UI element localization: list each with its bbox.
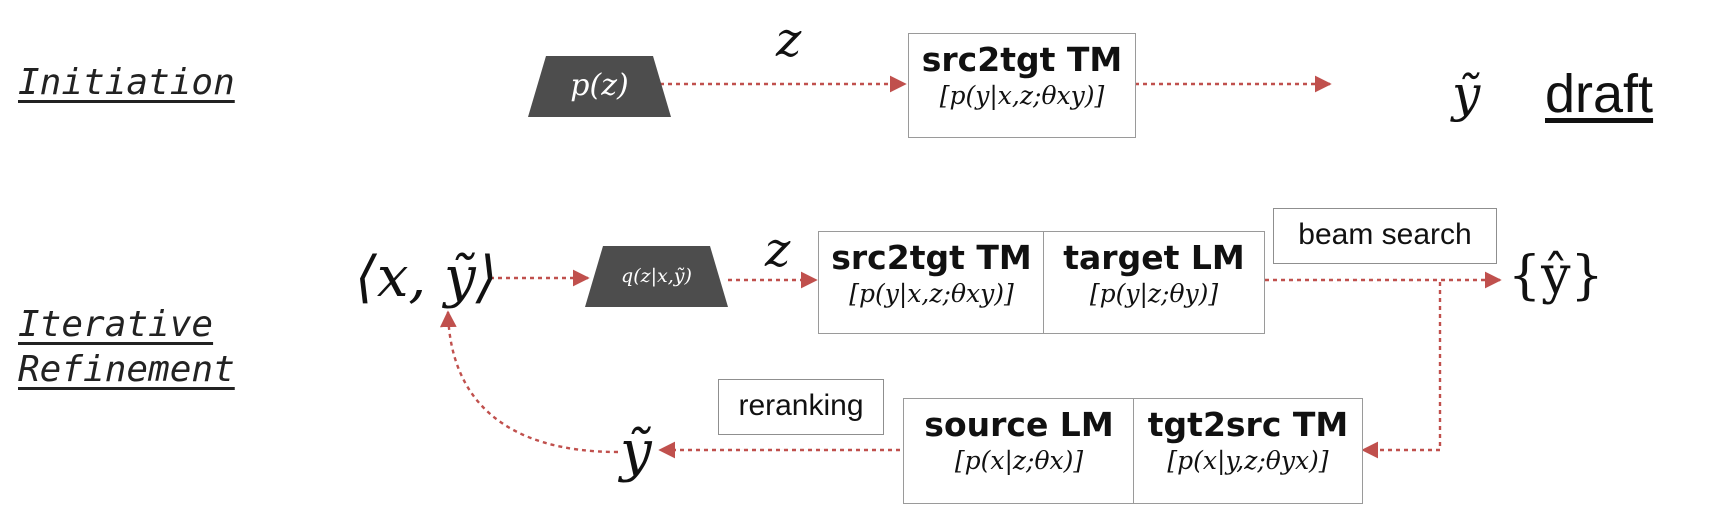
candidate-set: {ŷ}	[1508, 246, 1604, 306]
posterior-label: q(z|x,ỹ)	[621, 265, 692, 287]
draft-label: draft	[1545, 64, 1654, 124]
latent-z-initiation: z	[776, 12, 802, 68]
section-label-initiation: Initiation	[18, 62, 235, 103]
target-lm-title: target LM	[1063, 238, 1245, 277]
refinement-input-pair: ⟨x, ỹ⟩	[355, 245, 498, 310]
target-lm-box: target LM [p(y|z;θy)]	[1043, 231, 1265, 334]
section-label-iterative: Iterative	[18, 304, 214, 345]
latent-z-refinement: z	[765, 222, 791, 278]
src2tgt-tm-box-refinement: src2tgt TM [p(y|x,z;θxy)]	[818, 231, 1045, 334]
tgt2src-tm-formula: [p(x|y,z;θyx)]	[1167, 446, 1329, 475]
reranking-label: reranking	[718, 379, 884, 435]
section-label-refinement: Refinement	[18, 349, 235, 390]
tgt2src-tm-box: tgt2src TM [p(x|y,z;θyx)]	[1133, 398, 1363, 504]
target-lm-formula: [p(y|z;θy)]	[1089, 279, 1219, 308]
refinement-output-symbol: ỹ	[620, 419, 652, 484]
draft-output-symbol: ỹ	[1452, 65, 1481, 123]
arrow-branch-to-tgt2src	[1361, 282, 1442, 459]
prior-label: p(z)	[570, 68, 629, 103]
src2tgt-tm-formula: [p(y|x,z;θxy)]	[939, 81, 1105, 110]
src2tgt-tm-title: src2tgt TM	[831, 238, 1032, 277]
source-lm-box: source LM [p(x|z;θx)]	[903, 398, 1135, 504]
src2tgt-tm-title: src2tgt TM	[921, 40, 1123, 79]
tgt2src-tm-title: tgt2src TM	[1147, 405, 1349, 444]
prior-trapezoid	[528, 56, 671, 117]
source-lm-formula: [p(x|z;θx)]	[954, 446, 1084, 475]
source-lm-title: source LM	[924, 405, 1114, 444]
src2tgt-tm-formula: [p(y|x,z;θxy)]	[849, 279, 1014, 308]
src2tgt-tm-box-initiation: src2tgt TM [p(y|x,z;θxy)]	[908, 33, 1136, 138]
posterior-trapezoid	[585, 246, 728, 307]
arrow-output-to-input	[439, 310, 619, 454]
beam-search-label: beam search	[1273, 208, 1497, 264]
